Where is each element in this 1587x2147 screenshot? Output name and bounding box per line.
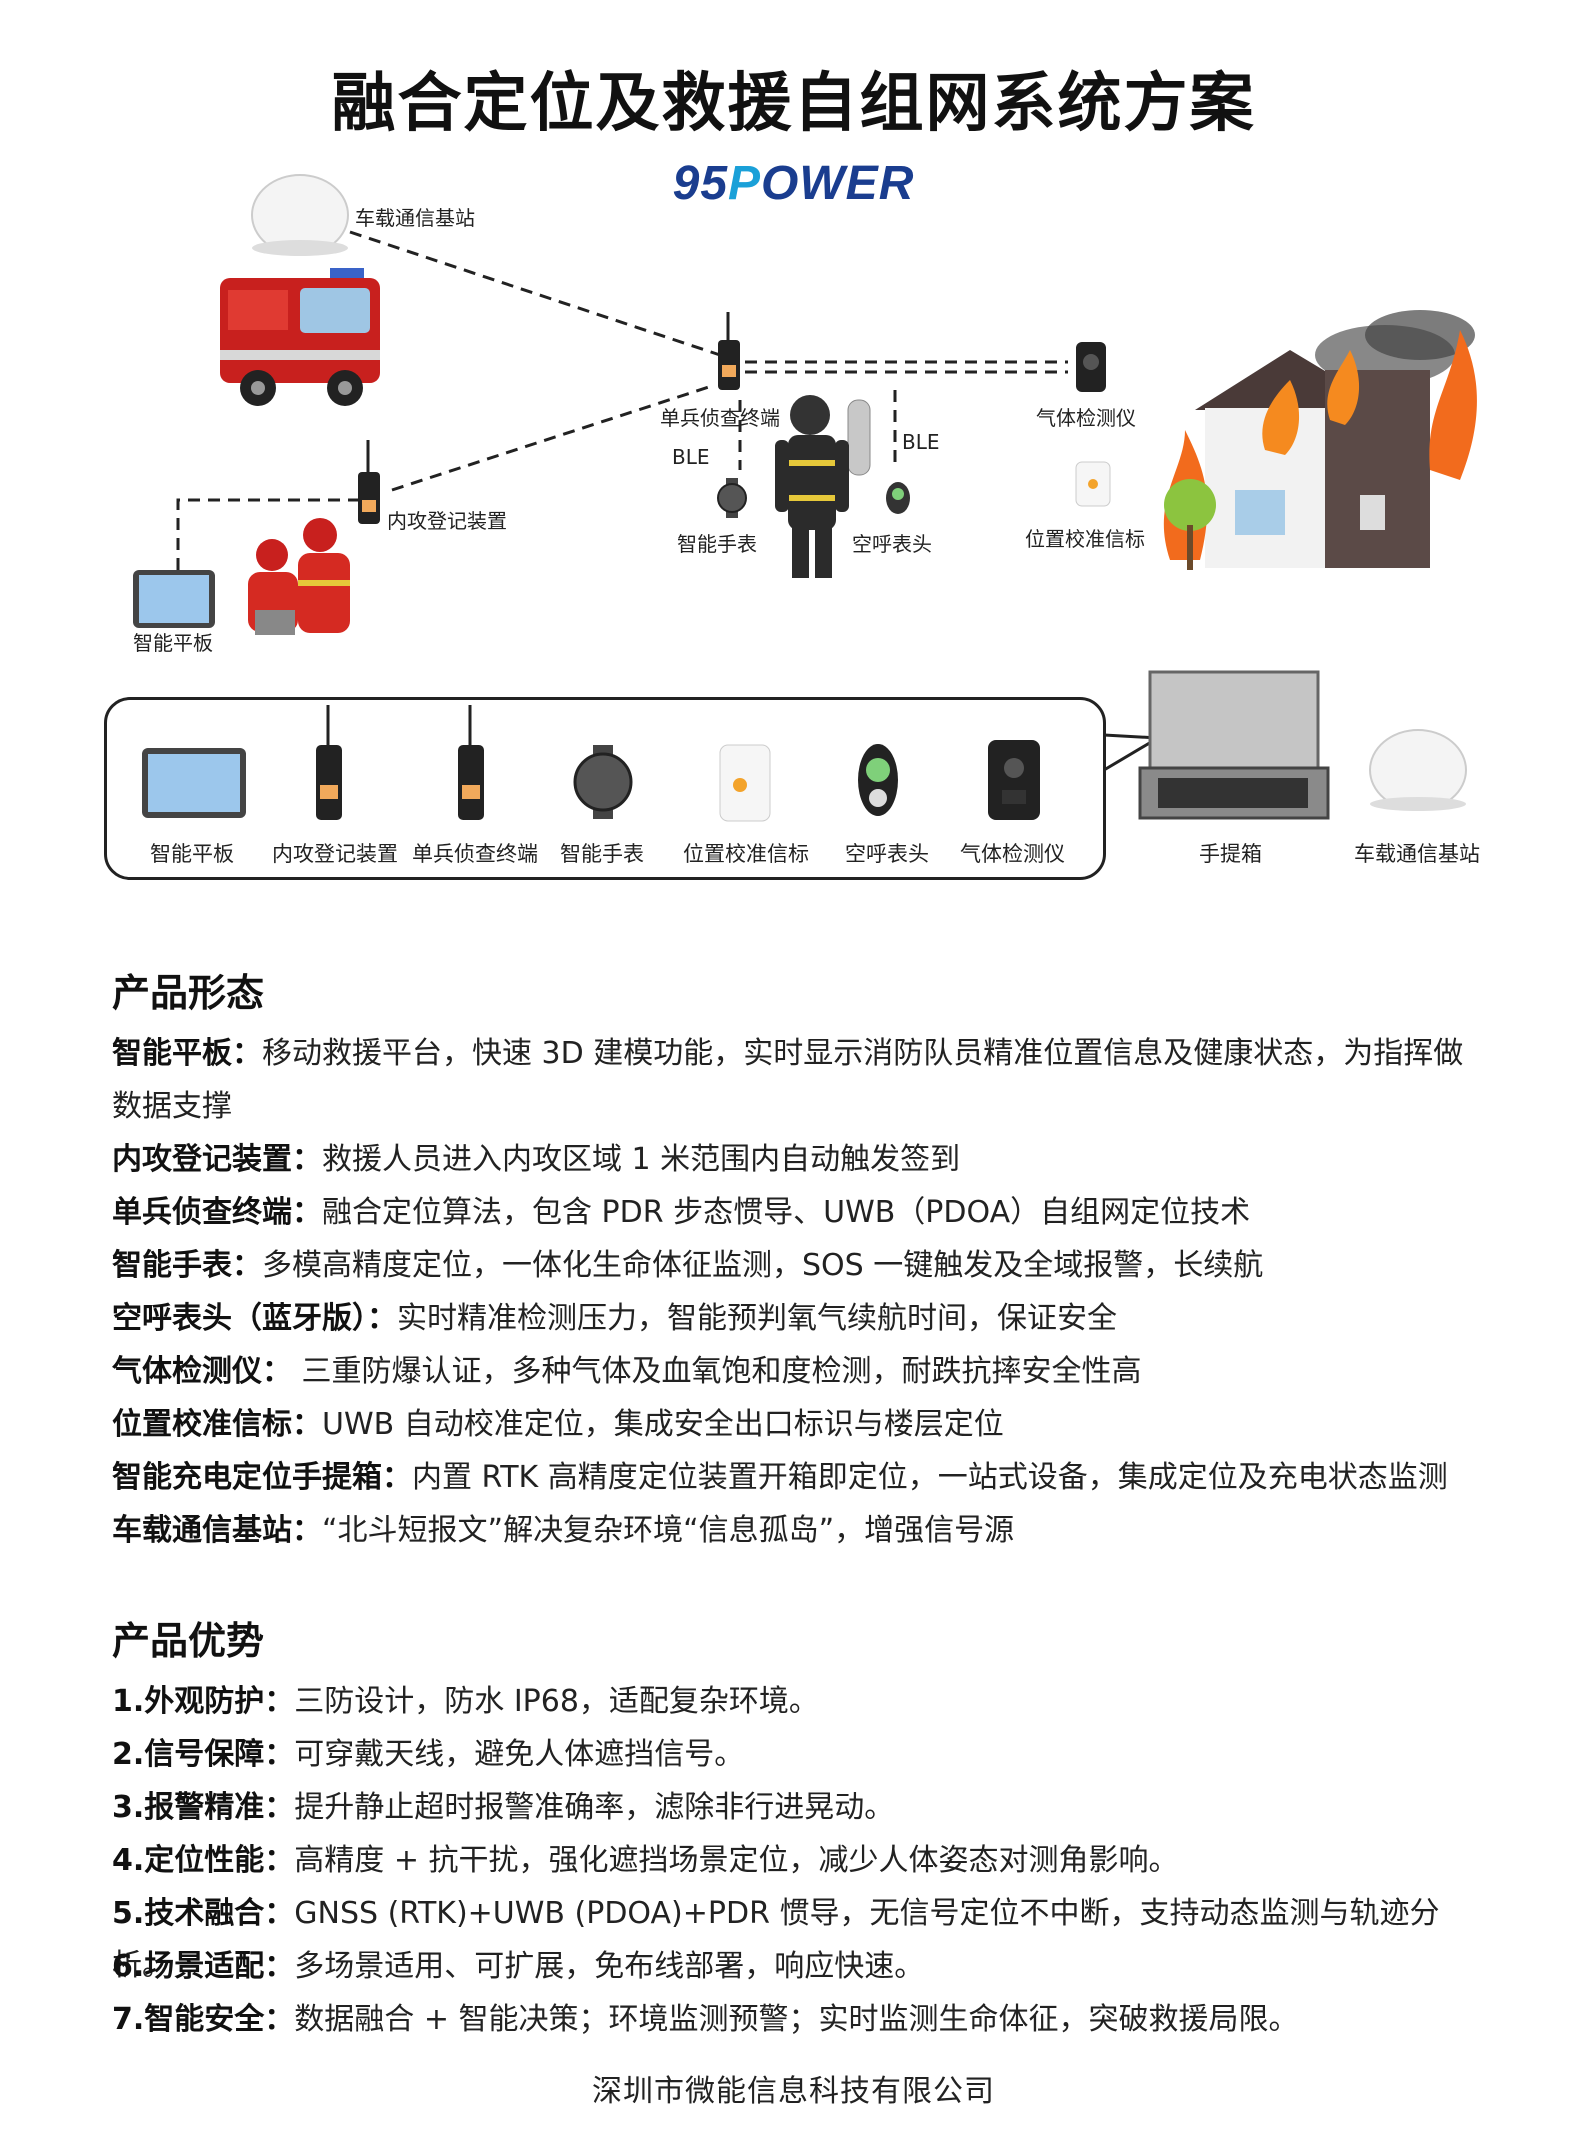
lineup-soldier-terminal-icon [458, 705, 484, 820]
form-item-text: 三重防爆认证，多种气体及血氧饱和度检测，耐跌抗摔安全性高 [292, 1354, 1142, 1389]
lineup-smart-watch-icon [573, 745, 633, 819]
device-label-entry-device: 内攻登记装置 [272, 842, 398, 866]
form-item-text: 移动救援平台，快速 3D 建模功能，实时显示消防队员精准位置信息及健康状态，为指… [262, 1036, 1464, 1071]
form-item-label: 智能手表： [112, 1248, 262, 1283]
advantage-item-text: 可穿戴天线，避免人体遮挡信号。 [294, 1737, 745, 1772]
advantage-item: 3.报警精准：提升静止超时报警准确率，滤除非行进晃动。 [112, 1782, 1492, 1834]
advantage-item: 2.信号保障：可穿戴天线，避免人体遮挡信号。 [112, 1729, 1492, 1781]
label-ble-right: BLE [902, 430, 940, 454]
smart-watch-icon [717, 478, 747, 518]
advantage-item-label: 5.技术融合： [112, 1896, 295, 1931]
form-item-label: 位置校准信标： [112, 1407, 322, 1442]
lineup-base-station-icon [1369, 729, 1467, 811]
label-smart-watch: 智能手表 [677, 532, 757, 556]
device-label-base-station: 车载通信基站 [1354, 842, 1480, 866]
device-label-smart-watch: 智能手表 [560, 842, 644, 866]
form-item-label: 气体检测仪： [112, 1354, 292, 1389]
form-item-text: 实时精准检测压力，智能预判氧气续航时间，保证安全 [397, 1301, 1117, 1336]
form-item: 内攻登记装置：救援人员进入内攻区域 1 米范围内自动触发签到 [112, 1134, 1492, 1186]
section-heading-form: 产品形态 [112, 971, 265, 1015]
device-label-tablet: 智能平板 [150, 842, 234, 866]
advantage-item-text: 数据融合 + 智能决策；环境监测预警；实时监测生命体征，突破救援局限。 [294, 2002, 1299, 2037]
advantage-item-text: 提升静止超时报警准确率，滤除非行进晃动。 [294, 1790, 895, 1825]
form-item-text: UWB 自动校准定位，集成安全出口标识与楼层定位 [322, 1407, 1004, 1442]
lineup-entry-device-icon [316, 705, 342, 820]
label-ble-left: BLE [672, 445, 710, 469]
device-label-soldier-terminal: 单兵侦查终端 [412, 842, 538, 866]
rescuers-icon [248, 518, 350, 635]
advantage-item-label: 2.信号保障： [112, 1737, 295, 1772]
form-item: 气体检测仪： 三重防爆认证，多种气体及血氧饱和度检测，耐跌抗摔安全性高 [112, 1346, 1492, 1398]
advantage-item-label: 1.外观防护： [112, 1684, 295, 1719]
form-item: 智能平板：移动救援平台，快速 3D 建模功能，实时显示消防队员精准位置信息及健康… [112, 1028, 1492, 1080]
form-item: 单兵侦查终端：融合定位算法，包含 PDR 步态惯导、UWB（PDOA）自组网定位… [112, 1187, 1492, 1239]
form-item-text: 救援人员进入内攻区域 1 米范围内自动触发签到 [322, 1142, 961, 1177]
air-gauge-icon [886, 482, 910, 514]
device-label-case: 手提箱 [1199, 842, 1262, 866]
label-soldier-terminal: 单兵侦查终端 [660, 406, 780, 430]
label-base-station: 车载通信基站 [355, 206, 475, 230]
form-item: 智能充电定位手提箱：内置 RTK 高精度定位装置开箱即定位，一站式设备，集成定位… [112, 1452, 1492, 1504]
gas-detector-icon [1076, 342, 1106, 392]
base-station-icon [251, 174, 349, 256]
form-item-label: 智能平板： [112, 1036, 262, 1071]
beacon-icon [1075, 461, 1111, 507]
lineup-case-icon [1138, 670, 1330, 820]
form-item: 空呼表头（蓝牙版）：实时精准检测压力，智能预判氧气续航时间，保证安全 [112, 1293, 1492, 1345]
advantage-item: 1.外观防护：三防设计，防水 IP68，适配复杂环境。 [112, 1676, 1492, 1728]
form-item-label: 单兵侦查终端： [112, 1195, 322, 1230]
device-label-beacon: 位置校准信标 [683, 842, 809, 866]
form-item: 智能手表：多模高精度定位，一体化生命体征监测，SOS 一键触发及全域报警，长续航 [112, 1240, 1492, 1292]
form-item-text: 内置 RTK 高精度定位装置开箱即定位，一站式设备，集成定位及充电状态监测 [412, 1460, 1448, 1495]
company-footer: 深圳市微能信息科技有限公司 [592, 2074, 995, 2109]
form-item-label: 空呼表头（蓝牙版）： [112, 1301, 397, 1336]
advantage-item-label: 3.报警精准： [112, 1790, 295, 1825]
section-heading-advantages: 产品优势 [112, 1619, 265, 1663]
form-item-text: 数据支撑 [112, 1089, 232, 1124]
advantage-item: 4.定位性能：高精度 + 抗干扰，强化遮挡场景定位，减少人体姿态对测角影响。 [112, 1835, 1492, 1887]
lineup-beacon-icon [719, 744, 771, 822]
soldier-terminal-icon [718, 312, 740, 390]
entry-device-icon [358, 440, 380, 524]
fire-truck-icon [220, 268, 380, 406]
advantage-item: 7.智能安全：数据融合 + 智能决策；环境监测预警；实时监测生命体征，突破救援局… [112, 1994, 1492, 2046]
label-beacon: 位置校准信标 [1025, 527, 1145, 551]
form-item: 位置校准信标：UWB 自动校准定位，集成安全出口标识与楼层定位 [112, 1399, 1492, 1451]
form-item-text: 融合定位算法，包含 PDR 步态惯导、UWB（PDOA）自组网定位技术 [322, 1195, 1251, 1230]
form-item-label: 智能充电定位手提箱： [112, 1460, 412, 1495]
advantage-item-label: 6.场景适配： [112, 1949, 295, 1984]
form-item-label: 车载通信基站： [112, 1513, 322, 1548]
label-entry-device: 内攻登记装置 [387, 509, 507, 533]
firefighter-icon [775, 395, 871, 578]
device-label-air-gauge: 空呼表头 [845, 842, 929, 866]
system-diagram [133, 174, 1477, 772]
device-label-gas-detector: 气体检测仪 [960, 842, 1065, 866]
brand-logo: 95POWER [672, 157, 915, 210]
advantage-item-text: GNSS (RTK)+UWB (PDOA)+PDR 惯导，无信号定位不中断，支持… [112, 1896, 1440, 1983]
label-air-gauge: 空呼表头 [852, 532, 932, 556]
burning-house-icon [1163, 310, 1477, 570]
advantage-item-text: 多场景适用、可扩展，免布线部署，响应快速。 [294, 1949, 925, 1984]
form-item-text: “北斗短报文”解决复杂环境“信息孤岛”，增强信号源 [322, 1513, 1015, 1548]
advantage-item-text: 高精度 + 抗干扰，强化遮挡场景定位，减少人体姿态对测角影响。 [294, 1843, 1179, 1878]
advantage-item-label: 7.智能安全： [112, 2002, 295, 2037]
advantage-item-text: 三防设计，防水 IP68，适配复杂环境。 [294, 1684, 819, 1719]
page-title: 融合定位及救援自组网系统方案 [331, 67, 1256, 141]
form-item-text: 多模高精度定位，一体化生命体征监测，SOS 一键触发及全域报警，长续航 [262, 1248, 1264, 1283]
lineup-gas-detector-icon [988, 740, 1040, 820]
device-lineup-icons [142, 670, 1467, 822]
advantage-item: 5.技术融合：GNSS (RTK)+UWB (PDOA)+PDR 惯导，无信号定… [112, 1888, 1492, 1992]
form-item-label: 内攻登记装置： [112, 1142, 322, 1177]
tablet-icon [133, 570, 215, 628]
advantage-item: 6.场景适配：多场景适用、可扩展，免布线部署，响应快速。 [112, 1941, 1492, 1993]
advantage-item-label: 4.定位性能： [112, 1843, 295, 1878]
label-tablet: 智能平板 [133, 631, 213, 655]
form-item: 数据支撑 [112, 1081, 1492, 1133]
label-gas-detector: 气体检测仪 [1036, 406, 1136, 430]
form-item: 车载通信基站：“北斗短报文”解决复杂环境“信息孤岛”，增强信号源 [112, 1505, 1492, 1557]
lineup-tablet-icon [142, 748, 246, 818]
lineup-air-gauge-icon [858, 744, 898, 816]
